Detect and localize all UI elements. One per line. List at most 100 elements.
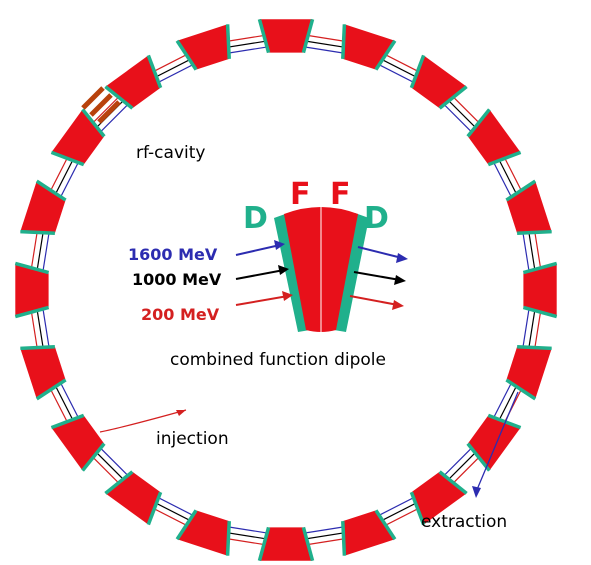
orbit-1600 [39, 43, 533, 537]
extraction-label: extraction [421, 512, 507, 532]
magnet-edge-right [14, 261, 50, 275]
magnet-edge-left [341, 24, 347, 59]
extraction-arrowhead [472, 486, 481, 498]
magnet-edge-left [257, 18, 271, 54]
magnet-edge-left [81, 442, 106, 472]
ring-magnet [104, 54, 163, 110]
magnet-edge-left [517, 345, 552, 351]
magnet-core [259, 19, 313, 53]
out-arrow-200 [349, 295, 399, 306]
orbit-200 [27, 31, 545, 549]
magnet-edge-right [409, 491, 426, 526]
injection-label: injection [156, 429, 229, 449]
magnet-core [177, 24, 230, 70]
magnet-edge-right [257, 526, 271, 562]
ring-magnet [505, 345, 552, 401]
magnet-edge-right [35, 179, 67, 202]
magnet-edge-right [146, 54, 163, 89]
magnet-edge-left [487, 413, 522, 430]
rf-cavity [81, 86, 121, 124]
magnet-edge-left [20, 229, 55, 235]
magnet-core [51, 109, 105, 165]
magnet-core [177, 510, 230, 556]
magnet-edge-right [505, 378, 537, 401]
magnet-edge-left [466, 108, 491, 138]
ring-magnet [409, 470, 468, 526]
out-arrowhead-1600 [396, 253, 408, 263]
magnet-edge-right [225, 24, 231, 59]
magnet-core [20, 181, 66, 234]
magnet-edge-left [409, 54, 426, 89]
magnet-core [506, 181, 552, 234]
in-arrow-1600 [235, 244, 281, 256]
magnet-edge-left [225, 521, 231, 556]
out-arrowhead-1000 [394, 275, 406, 285]
magnet-edge-left [505, 179, 537, 202]
magnet-core [15, 263, 49, 317]
dipole-defocus-edge-right [334, 213, 369, 332]
magnet-edge-left [104, 85, 134, 110]
ring-magnet [341, 24, 397, 71]
in-arrowhead-200 [282, 291, 293, 301]
magnet-edge-left [301, 526, 315, 562]
magnet-core [467, 415, 521, 471]
energy-label-200: 200 MeV [141, 305, 220, 324]
injection-arrowhead [176, 410, 186, 416]
magnet-core [506, 346, 552, 399]
focus-letter-right: F [330, 177, 351, 212]
magnet-core [342, 510, 395, 556]
in-arrowhead-1600 [274, 240, 285, 250]
magnet-core [20, 346, 66, 399]
magnet-core [411, 471, 467, 525]
out-arrowhead-200 [392, 300, 404, 310]
rf-cavity-label: rf-cavity [136, 143, 205, 163]
energy-label-1000: 1000 MeV [132, 270, 222, 289]
magnet-edge-left [175, 39, 198, 71]
magnet-edge-right [522, 305, 558, 319]
magnet-edge-left [50, 150, 85, 167]
ring-magnet [20, 345, 67, 401]
defocus-letter-left: D [243, 201, 268, 236]
magnet-edge-right [50, 413, 85, 430]
ring-magnet [466, 108, 522, 167]
ring-magnet [50, 413, 106, 472]
ring-magnet [522, 261, 558, 319]
magnet-core [411, 55, 467, 109]
energy-label-1600: 1600 MeV [128, 245, 218, 264]
magnet-edge-right [438, 85, 468, 110]
out-arrow-1000 [353, 271, 401, 281]
magnet-core [259, 527, 313, 561]
dipole-inset: D F F D 1600 MeV 1000 MeV 200 MeV combin… [128, 177, 408, 370]
magnet-edge-right [466, 442, 491, 472]
magnet-edge-left [14, 305, 50, 319]
magnet-edge-left [374, 509, 397, 541]
magnet-edge-right [301, 18, 315, 54]
dipole-caption: combined function dipole [170, 350, 386, 370]
magnet-edge-right [175, 509, 198, 541]
ring-magnet [50, 108, 106, 167]
magnet-edge-left [522, 261, 558, 275]
ring-magnet [257, 526, 315, 562]
ring-magnet [409, 54, 468, 110]
magnet-core [523, 263, 557, 317]
ring-magnet [104, 470, 163, 526]
magnet-edge-right [81, 108, 106, 138]
magnet-core [51, 415, 105, 471]
ring-magnet [341, 509, 397, 556]
magnet-edge-left [438, 470, 468, 495]
in-arrow-1000 [235, 269, 285, 280]
in-arrow-200 [235, 295, 289, 306]
ring-magnets [14, 18, 558, 562]
ring-magnet [14, 261, 50, 319]
in-arrowhead-1000 [278, 265, 289, 275]
out-arrow-1600 [357, 246, 403, 259]
focus-letter-left: F [290, 177, 311, 212]
magnet-core [467, 109, 521, 165]
magnet-edge-right [104, 470, 134, 495]
extraction-line [475, 391, 519, 493]
ring-magnet [175, 24, 231, 71]
ring-magnet [175, 509, 231, 556]
magnet-edge-left [146, 491, 163, 526]
ring-magnet [466, 413, 522, 472]
